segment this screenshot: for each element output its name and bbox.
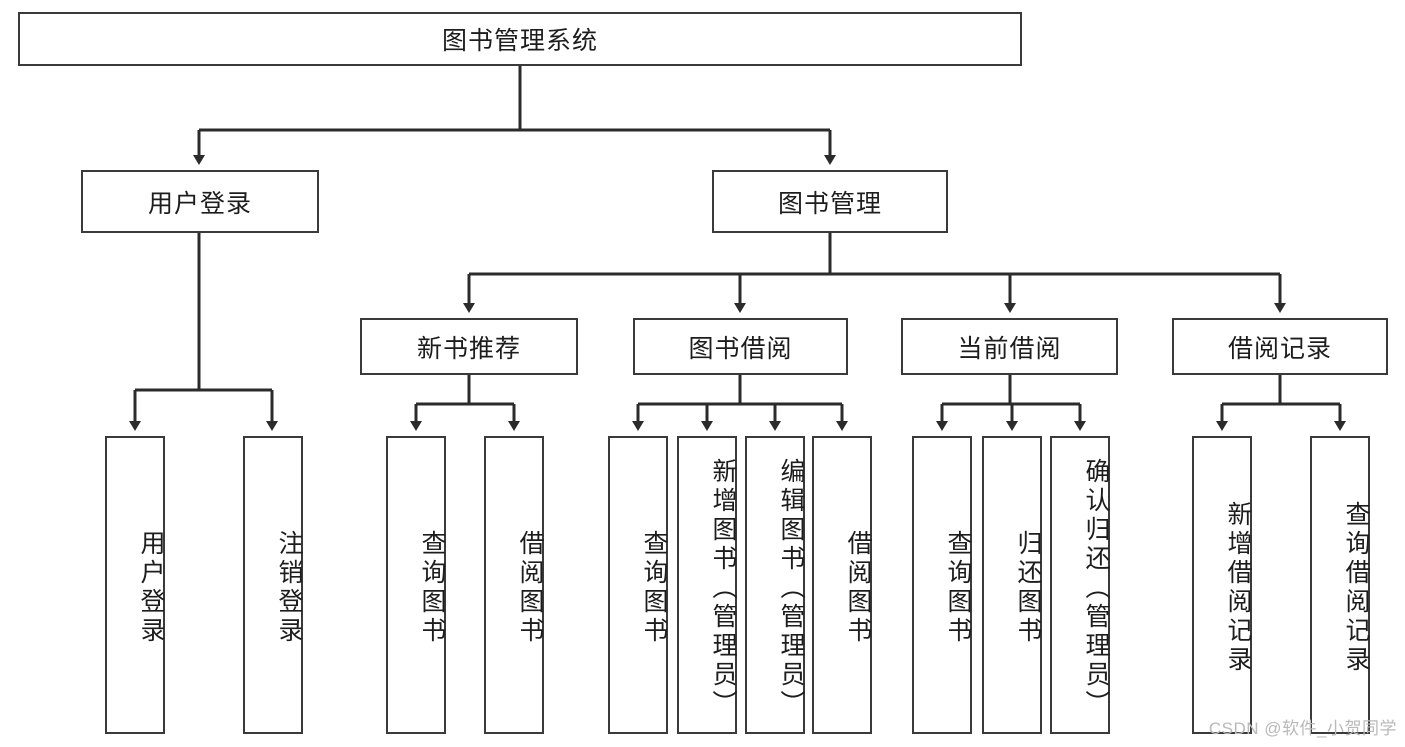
leaf-label: 查询借阅记录 — [1342, 501, 1370, 675]
leaf-label: 归还图书 — [1014, 530, 1042, 646]
leaf-newbook-query-books[interactable]: 查询图书 — [386, 436, 446, 734]
node-current-borrow[interactable]: 当前借阅 — [901, 318, 1118, 375]
leaf-logout[interactable]: 注销登录 — [243, 436, 303, 734]
leaf-label: 查询图书 — [418, 530, 446, 646]
leaf-label: 注销登录 — [275, 530, 303, 646]
node-root[interactable]: 图书管理系统 — [18, 12, 1022, 66]
leaf-label: 编辑图书（管理员） — [777, 457, 805, 719]
leaf-current-query-books[interactable]: 查询图书 — [912, 436, 972, 734]
leaf-user-login[interactable]: 用户登录 — [105, 436, 165, 734]
leaf-label: 新增借阅记录 — [1224, 501, 1252, 675]
leaf-label: 借阅图书 — [516, 530, 544, 646]
leaf-current-confirm-return-admin[interactable]: 确认归还（管理员） — [1050, 436, 1110, 734]
leaf-label: 查询图书 — [640, 530, 668, 646]
leaf-borrow-add-book-admin[interactable]: 新增图书（管理员） — [677, 436, 737, 734]
node-borrow-records[interactable]: 借阅记录 — [1172, 318, 1388, 375]
node-user-login[interactable]: 用户登录 — [81, 170, 319, 233]
leaf-borrow-borrow-books[interactable]: 借阅图书 — [812, 436, 872, 734]
leaf-borrow-edit-book-admin[interactable]: 编辑图书（管理员） — [745, 436, 805, 734]
leaf-records-query-record[interactable]: 查询借阅记录 — [1310, 436, 1370, 734]
watermark-text: CSDN @软件_小贺同学 — [1208, 719, 1397, 738]
leaf-current-return-books[interactable]: 归还图书 — [982, 436, 1042, 734]
leaf-label: 查询图书 — [944, 530, 972, 646]
leaf-records-add-record[interactable]: 新增借阅记录 — [1192, 436, 1252, 734]
leaf-label: 借阅图书 — [844, 530, 872, 646]
leaf-borrow-query-books[interactable]: 查询图书 — [608, 436, 668, 734]
leaf-label: 新增图书（管理员） — [709, 457, 737, 719]
leaf-newbook-borrow-books[interactable]: 借阅图书 — [484, 436, 544, 734]
leaf-label: 用户登录 — [137, 530, 165, 646]
node-book-management[interactable]: 图书管理 — [712, 170, 948, 233]
leaf-label: 确认归还（管理员） — [1082, 457, 1110, 719]
node-book-borrow[interactable]: 图书借阅 — [633, 318, 848, 375]
node-new-book-recommend[interactable]: 新书推荐 — [360, 318, 578, 375]
